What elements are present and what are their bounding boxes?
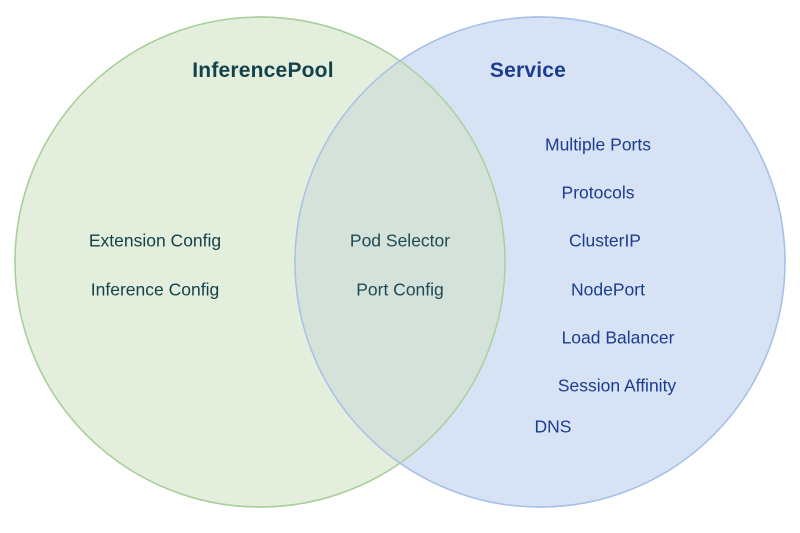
service-item-nodeport: NodePort	[571, 279, 645, 300]
inferencepool-item-extension-config: Extension Config	[88, 230, 222, 251]
set-title-inferencepool: InferencePool	[192, 59, 334, 82]
circle-service-outline	[294, 16, 786, 508]
inferencepool-item-inference-config: Inference Config	[90, 279, 220, 300]
circle-inferencepool-outline	[14, 16, 506, 508]
circle-intersection-region	[295, 17, 505, 507]
set-title-service: Service	[489, 59, 567, 82]
service-item-dns: DNS	[534, 416, 572, 437]
service-item-clusterip: ClusterIP	[569, 230, 641, 251]
intersection-item-pod-selector: Pod Selector	[349, 230, 451, 251]
service-item-load-balancer: Load Balancer	[561, 327, 675, 348]
service-item-multiple-ports: Multiple Ports	[544, 134, 652, 155]
service-item-session-affinity: Session Affinity	[557, 375, 677, 396]
service-item-protocols: Protocols	[561, 182, 635, 203]
intersection-item-port-config: Port Config	[356, 279, 444, 300]
